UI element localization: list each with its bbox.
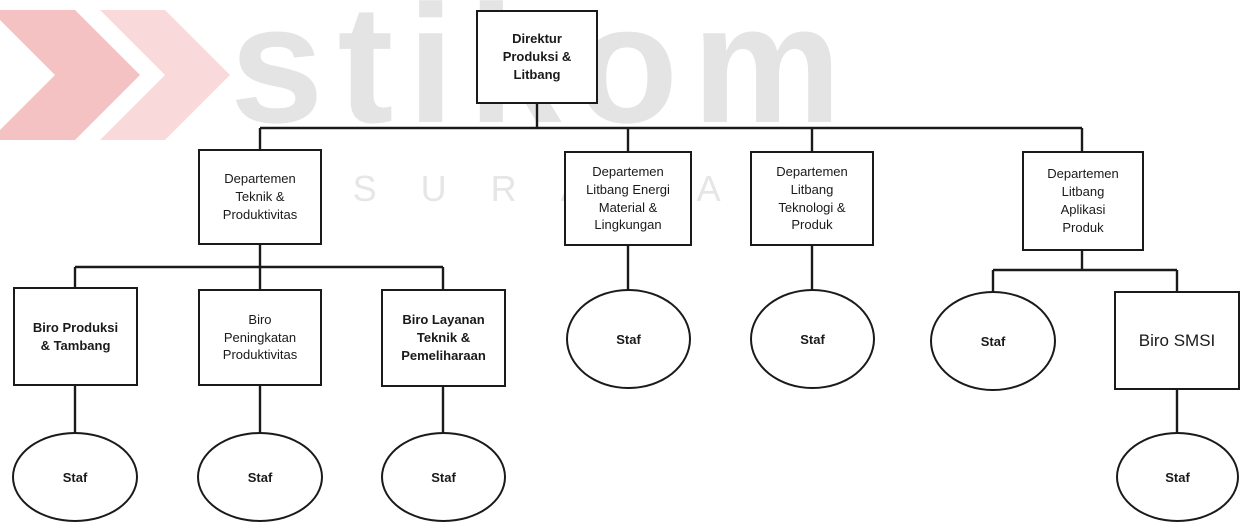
biro-peningkatan-label: Biro Peningkatan Produktivitas <box>222 311 298 363</box>
dept-aplikasi-label: Departemen Litbang Aplikasi Produk <box>1047 166 1119 235</box>
staff-ellipse-energi: Staf <box>566 289 691 389</box>
biro-smsi-label: Biro SMSI <box>1138 330 1216 350</box>
biro-produksi-box: Biro Produksi & Tambang <box>13 287 138 386</box>
staff-label: Staf <box>800 331 825 347</box>
dept-energi-box: Departemen Litbang Energi Material & Lin… <box>564 151 692 246</box>
staff-ellipse-aplikasi: Staf <box>930 291 1056 391</box>
dept-energi-label: Departemen Litbang Energi Material & Lin… <box>586 163 670 233</box>
dept-teknologi-label: Departemen Litbang Teknologi & Produk <box>776 163 848 233</box>
dept-teknologi-box: Departemen Litbang Teknologi & Produk <box>750 151 874 246</box>
staff-ellipse-produksi: Staf <box>12 432 138 522</box>
staff-label: Staf <box>1165 469 1190 485</box>
staff-label: Staf <box>616 331 641 347</box>
biro-layanan-label: Biro Layanan Teknik & Pemeliharaan <box>401 312 486 363</box>
staff-ellipse-smsi: Staf <box>1116 432 1239 522</box>
staff-ellipse-peningkatan: Staf <box>197 432 323 522</box>
staff-label: Staf <box>247 469 273 485</box>
dept-teknik-box: Departemen Teknik & Produktivitas <box>198 149 322 245</box>
staff-label: Staf <box>980 333 1006 349</box>
biro-produksi-label: Biro Produksi & Tambang <box>32 319 119 353</box>
staff-label: Staf <box>431 469 456 485</box>
biro-layanan-box: Biro Layanan Teknik & Pemeliharaan <box>381 289 506 387</box>
director-label: Direktur Produksi & Litbang <box>502 31 572 82</box>
director-box: Direktur Produksi & Litbang <box>476 10 598 104</box>
staff-ellipse-teknologi: Staf <box>750 289 875 389</box>
biro-peningkatan-box: Biro Peningkatan Produktivitas <box>198 289 322 386</box>
biro-smsi-box: Biro SMSI <box>1114 291 1240 390</box>
dept-teknik-label: Departemen Teknik & Produktivitas <box>222 171 298 222</box>
dept-aplikasi-box: Departemen Litbang Aplikasi Produk <box>1022 151 1144 251</box>
staff-ellipse-layanan: Staf <box>381 432 506 522</box>
staff-label: Staf <box>62 469 88 485</box>
